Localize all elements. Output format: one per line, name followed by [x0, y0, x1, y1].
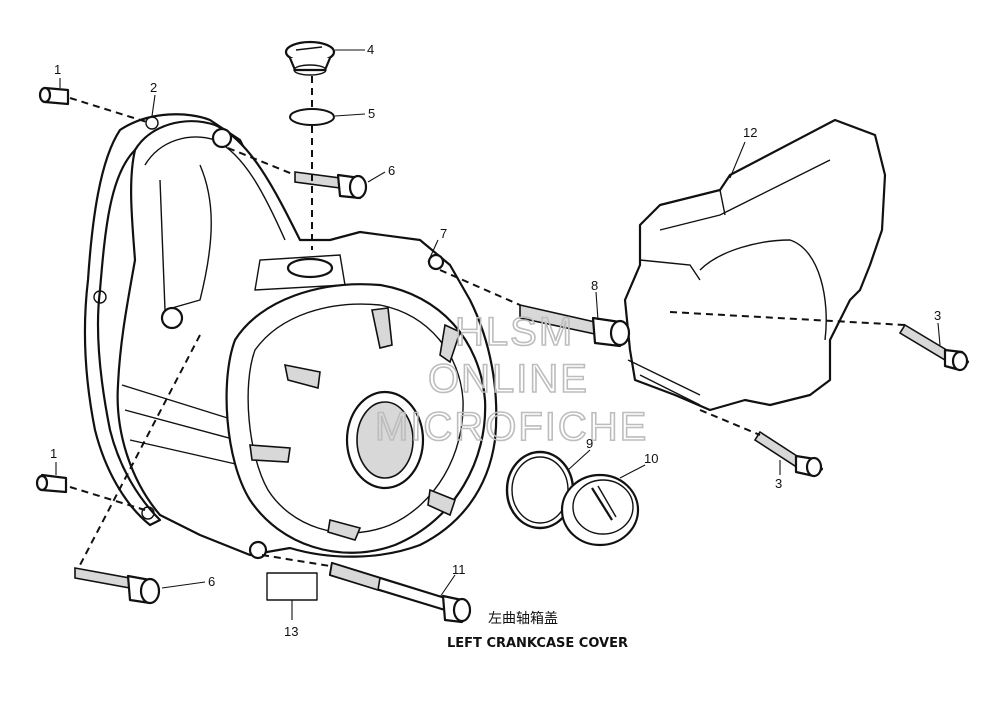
callout-13: 13 [284, 624, 298, 639]
caption-chinese: 左曲轴箱盖 [488, 611, 558, 627]
oil-cap-part-4 [284, 40, 336, 76]
bolt-part-6-top [294, 171, 368, 200]
bolt-part-6-bottom [74, 567, 161, 605]
dowel-pin-part-1-bottom [35, 473, 68, 494]
bolt-part-3-lower [753, 430, 824, 478]
assembly-lines [69, 76, 906, 567]
callout-6-top: 6 [388, 163, 395, 178]
callout-9: 9 [586, 436, 593, 451]
bolt-part-3-right [898, 323, 970, 372]
shroud-part-12 [623, 118, 887, 412]
callout-6-bottom: 6 [208, 574, 215, 589]
label-part-13 [266, 572, 318, 601]
watermark-line-2: ONLINE [428, 357, 589, 401]
callout-3-lower: 3 [775, 476, 782, 491]
bolt-part-11 [328, 561, 472, 624]
caption-english: LEFT CRANKCASE COVER [447, 636, 628, 651]
dowel-pin-part-1-top [38, 86, 70, 106]
callout-11: 11 [452, 562, 466, 577]
o-ring-part-5 [289, 108, 335, 126]
watermark-line-3: MICROFICHE [375, 405, 648, 449]
inspection-cap-part-10 [560, 473, 640, 547]
watermark: HLSM ONLINE MICROFICHE [374, 309, 648, 450]
callout-10: 10 [644, 451, 658, 466]
callout-3-right: 3 [934, 308, 941, 323]
callout-12: 12 [743, 125, 757, 140]
callout-1-top: 1 [54, 62, 61, 77]
crankcase-cover-part-7 [116, 120, 498, 560]
callout-2: 2 [150, 80, 157, 95]
callout-5: 5 [368, 106, 375, 121]
watermark-line-1: HLSM [455, 310, 574, 354]
callout-numbers: 1 2 4 5 6 7 8 12 3 9 10 3 1 6 11 13 [50, 42, 941, 639]
callout-7: 7 [440, 226, 447, 241]
callout-1-bottom: 1 [50, 446, 57, 461]
leader-lines [55, 49, 941, 620]
callout-4: 4 [367, 42, 374, 57]
bolt-part-8 [519, 303, 631, 348]
callout-8: 8 [591, 278, 598, 293]
